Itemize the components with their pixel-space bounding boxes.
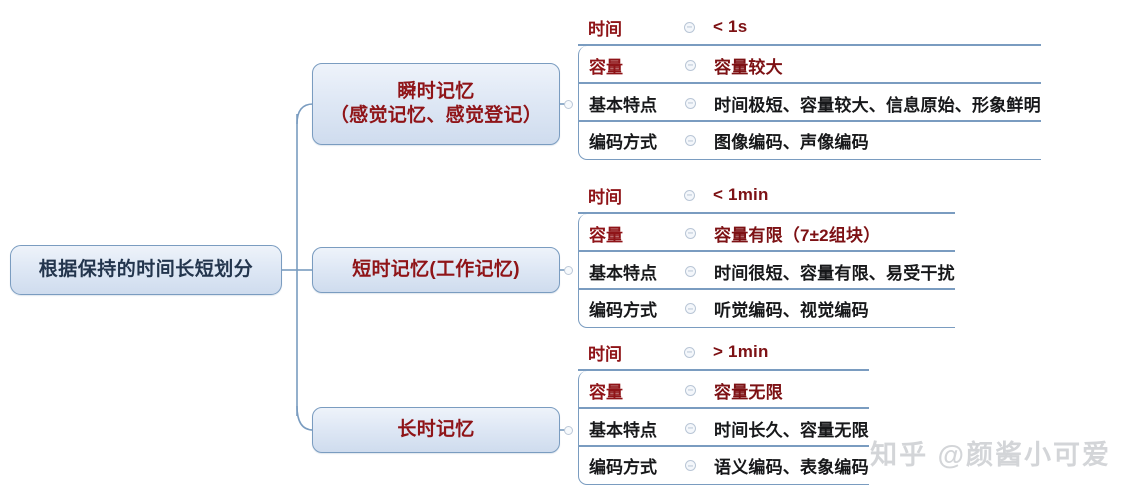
branch-node-short-term-memory[interactable]: 短时记忆(工作记忆) bbox=[312, 247, 560, 293]
detail-row[interactable]: 基本特点 时间长久、容量无限 bbox=[578, 409, 869, 447]
detail-row[interactable]: 容量 容量有限（7±2组块） bbox=[578, 214, 955, 252]
detail-group-instant-memory: 时间 < 1s 容量 容量较大 基本特点 时间极短、容量较大、信息原始、形象鲜明… bbox=[578, 8, 1041, 160]
detail-row-label: 编码方式 bbox=[589, 301, 657, 320]
group-connector-nub-0 bbox=[564, 100, 573, 109]
row-connector-dot-icon bbox=[685, 97, 696, 109]
watermark: 知乎 @颜酱小可爱 bbox=[870, 440, 1111, 470]
detail-row-value: < 1s bbox=[713, 17, 748, 36]
detail-row-value: 图像编码、声像编码 bbox=[714, 133, 869, 152]
detail-row[interactable]: 编码方式 听觉编码、视觉编码 bbox=[578, 290, 955, 328]
detail-row-value: > 1min bbox=[713, 342, 769, 361]
detail-row-label: 编码方式 bbox=[589, 133, 657, 152]
row-connector-dot-icon bbox=[685, 227, 696, 239]
row-connector-dot-icon bbox=[684, 21, 695, 33]
row-underline bbox=[578, 369, 869, 371]
row-underline bbox=[579, 445, 869, 447]
group-connector-nub-1 bbox=[564, 266, 573, 275]
branch-node-label: 短时记忆(工作记忆) bbox=[352, 258, 520, 280]
root-node-label: 根据保持的时间长短划分 bbox=[38, 258, 254, 280]
row-underline bbox=[579, 407, 869, 409]
detail-row-value: 容量较大 bbox=[714, 57, 783, 77]
root-node[interactable]: 根据保持的时间长短划分 bbox=[10, 245, 282, 295]
row-underline bbox=[579, 120, 1041, 122]
branch-node-label: 瞬时记忆 （感觉记忆、感觉登记） bbox=[329, 80, 543, 126]
row-connector-dot-icon bbox=[685, 59, 696, 71]
detail-row[interactable]: 编码方式 语义编码、表象编码 bbox=[578, 447, 869, 485]
branch-node-label: 长时记忆 bbox=[397, 418, 475, 440]
row-connector-dot-icon bbox=[684, 189, 695, 201]
row-connector-dot-icon bbox=[685, 135, 696, 146]
row-connector-dot-icon bbox=[685, 303, 696, 314]
detail-row[interactable]: 时间 > 1min bbox=[578, 333, 869, 371]
detail-row-value: 语义编码、表象编码 bbox=[714, 458, 869, 477]
detail-row-label: 容量 bbox=[589, 57, 623, 77]
row-underline bbox=[578, 212, 955, 214]
detail-group-short-term-memory: 时间 < 1min 容量 容量有限（7±2组块） 基本特点 时间很短、容量有限、… bbox=[578, 176, 955, 328]
detail-row-label: 基本特点 bbox=[589, 263, 657, 283]
row-connector-dot-icon bbox=[685, 384, 696, 396]
detail-row[interactable]: 时间 < 1s bbox=[578, 8, 1041, 46]
detail-row-value: 容量有限（7±2组块） bbox=[714, 225, 881, 245]
branch-node-instant-memory[interactable]: 瞬时记忆 （感觉记忆、感觉登记） bbox=[312, 63, 560, 145]
detail-row[interactable]: 编码方式 图像编码、声像编码 bbox=[578, 122, 1041, 160]
detail-row-value: 容量无限 bbox=[714, 382, 783, 402]
detail-row[interactable]: 时间 < 1min bbox=[578, 176, 955, 214]
row-connector-dot-icon bbox=[685, 460, 696, 471]
detail-row-label: 容量 bbox=[589, 225, 623, 245]
detail-row-label: 基本特点 bbox=[589, 420, 657, 440]
row-connector-dot-icon bbox=[685, 265, 696, 277]
detail-row-label: 时间 bbox=[588, 19, 622, 39]
detail-row-value: 时间很短、容量有限、易受干扰 bbox=[714, 263, 955, 283]
detail-row-label: 编码方式 bbox=[589, 458, 657, 477]
detail-row[interactable]: 基本特点 时间极短、容量较大、信息原始、形象鲜明 bbox=[578, 84, 1041, 122]
row-connector-dot-icon bbox=[684, 346, 695, 358]
detail-row-value: < 1min bbox=[713, 185, 769, 204]
detail-row-label: 容量 bbox=[589, 382, 623, 402]
group-connector-nub-2 bbox=[564, 426, 573, 435]
detail-row-label: 时间 bbox=[588, 187, 622, 207]
detail-row-label: 时间 bbox=[588, 344, 622, 364]
detail-row-label: 基本特点 bbox=[589, 95, 657, 115]
branch-node-long-term-memory[interactable]: 长时记忆 bbox=[312, 407, 560, 453]
row-underline bbox=[579, 82, 1041, 84]
detail-group-long-term-memory: 时间 > 1min 容量 容量无限 基本特点 时间长久、容量无限 编码方式 语义… bbox=[578, 333, 869, 485]
row-underline bbox=[579, 288, 955, 290]
detail-row-value: 时间长久、容量无限 bbox=[714, 420, 869, 440]
detail-row[interactable]: 容量 容量较大 bbox=[578, 46, 1041, 84]
row-underline bbox=[578, 44, 1041, 46]
detail-row[interactable]: 基本特点 时间很短、容量有限、易受干扰 bbox=[578, 252, 955, 290]
row-underline bbox=[579, 250, 955, 252]
detail-row-value: 听觉编码、视觉编码 bbox=[714, 301, 869, 320]
connector-branch-0 bbox=[296, 103, 314, 125]
row-connector-dot-icon bbox=[685, 422, 696, 434]
detail-row-value: 时间极短、容量较大、信息原始、形象鲜明 bbox=[714, 95, 1041, 115]
connector-branch-2 bbox=[296, 405, 314, 431]
detail-row[interactable]: 容量 容量无限 bbox=[578, 371, 869, 409]
